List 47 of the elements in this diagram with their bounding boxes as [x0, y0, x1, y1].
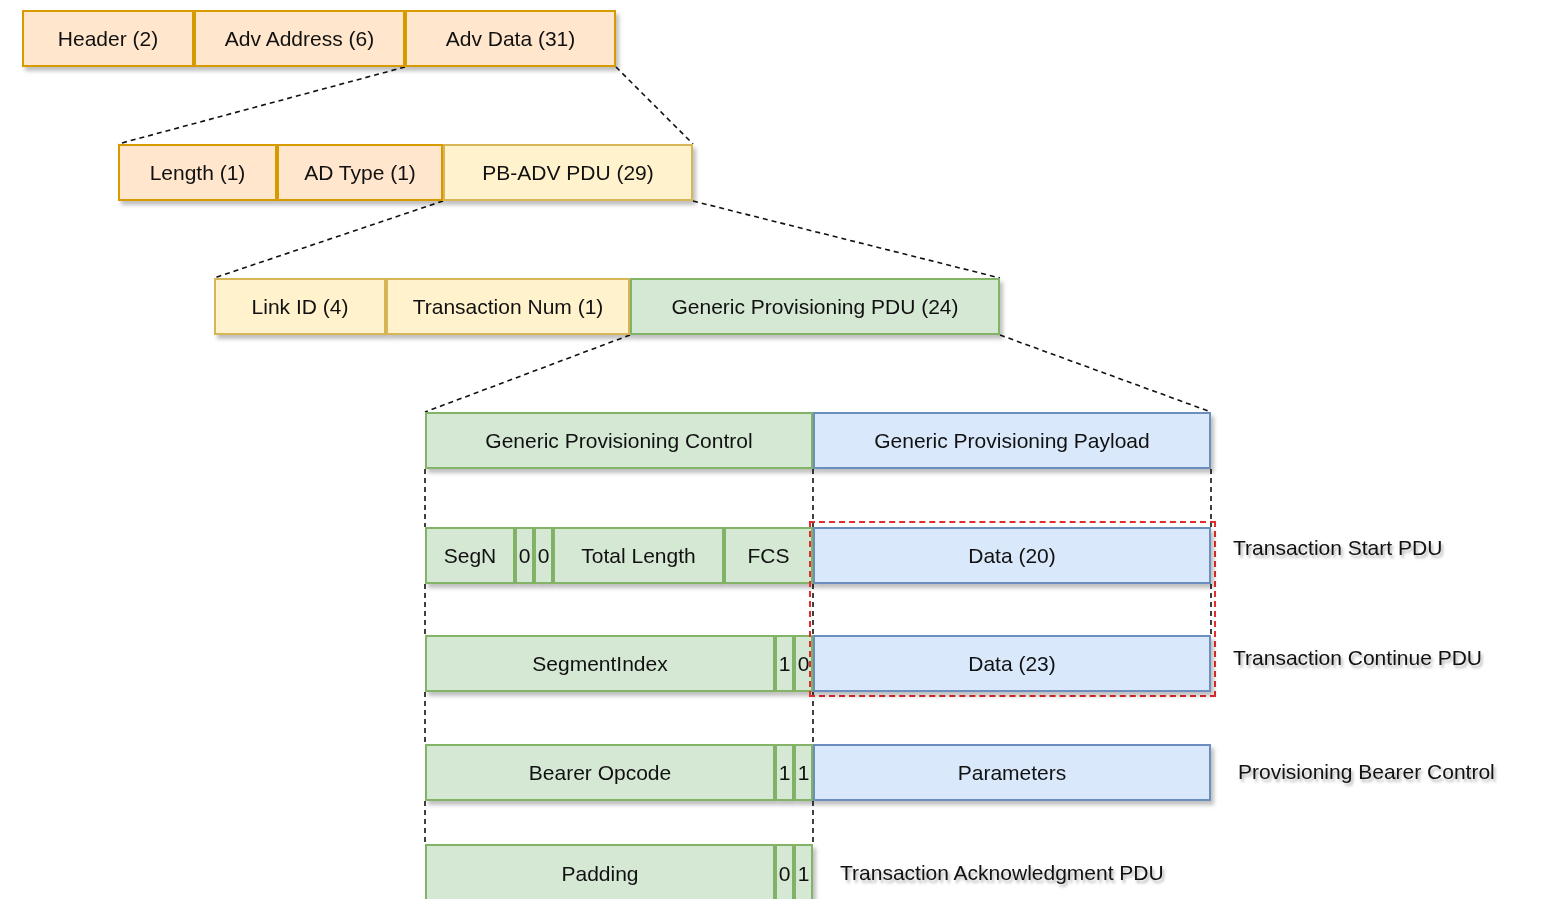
packet-field: Length (1) [118, 144, 277, 201]
packet-field: Header (2) [22, 10, 194, 67]
bit-field: 1 [794, 744, 813, 801]
expansion-line [812, 691, 814, 745]
packet-field: Generic Provisioning PDU (24) [630, 278, 1000, 335]
bit-field: 1 [775, 635, 794, 692]
packet-field: Data (23) [813, 635, 1211, 692]
packet-field: SegN [425, 527, 515, 584]
bit-field: 1 [794, 844, 813, 899]
expansion-line [424, 800, 426, 845]
packet-field: Padding [425, 844, 775, 899]
expansion-line [812, 583, 814, 636]
packet-field: FCS [724, 527, 813, 584]
expansion-line [812, 468, 814, 528]
packet-field: Bearer Opcode [425, 744, 775, 801]
packet-field: SegmentIndex [425, 635, 775, 692]
highlight-frame [809, 521, 1216, 697]
bit-field: 0 [794, 635, 813, 692]
expansion-line [615, 66, 694, 145]
bit-field: 0 [775, 844, 794, 899]
expansion-line [692, 200, 1001, 279]
expansion-line [424, 583, 426, 636]
packet-field: AD Type (1) [277, 144, 443, 201]
bit-field: 0 [515, 527, 534, 584]
expansion-line [424, 691, 426, 745]
expansion-line [424, 468, 426, 528]
expansion-line [1210, 583, 1212, 636]
expansion-line [424, 334, 631, 413]
packet-field: Transaction Num (1) [386, 278, 630, 335]
pdu-type-label: Transaction Start PDU [1233, 536, 1443, 560]
bit-field: 0 [534, 527, 553, 584]
packet-field: PB-ADV PDU (29) [443, 144, 693, 201]
packet-field: Adv Data (31) [405, 10, 616, 67]
pdu-type-label: Provisioning Bearer Control [1238, 760, 1495, 784]
packet-field: Generic Provisioning Control [425, 412, 813, 469]
expansion-line [213, 200, 444, 279]
packet-field: Generic Provisioning Payload [813, 412, 1211, 469]
pdu-type-label: Transaction Acknowledgment PDU [840, 861, 1164, 885]
expansion-line [1210, 468, 1212, 528]
packet-field: Total Length [553, 527, 724, 584]
pdu-type-label: Transaction Continue PDU [1233, 646, 1482, 670]
packet-field: Data (20) [813, 527, 1211, 584]
bit-field: 1 [775, 744, 794, 801]
packet-field: Adv Address (6) [194, 10, 405, 67]
packet-field: Link ID (4) [214, 278, 386, 335]
expansion-line [812, 800, 814, 845]
packet-field: Parameters [813, 744, 1211, 801]
